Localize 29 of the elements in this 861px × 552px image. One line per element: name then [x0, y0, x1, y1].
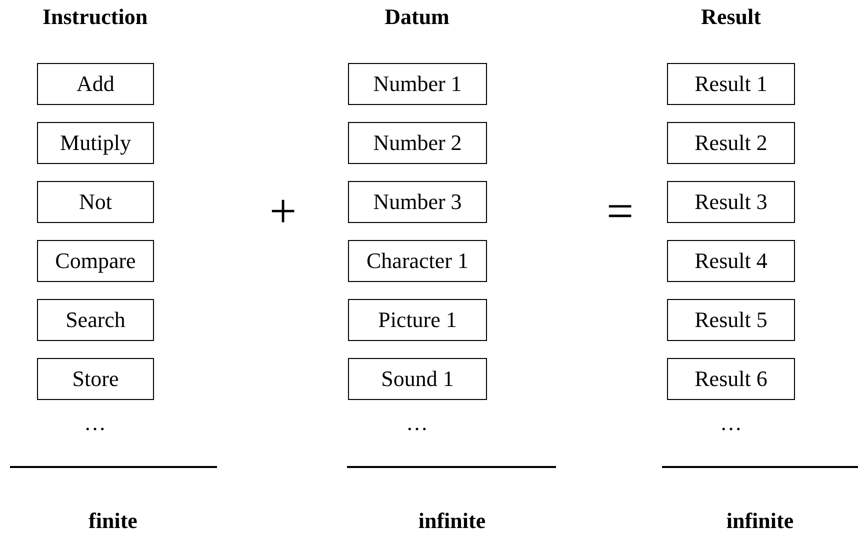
ellipsis: … — [406, 410, 428, 436]
item-box: Store — [37, 358, 154, 400]
item-box: Number 2 — [348, 122, 487, 164]
column-total: infinite — [726, 508, 794, 534]
column-total: finite — [88, 508, 138, 534]
column-heading: Instruction — [42, 4, 148, 30]
item-box: Result 5 — [667, 299, 795, 341]
item-box: Not — [37, 181, 154, 223]
ellipsis: … — [720, 410, 742, 436]
plus-sign: + — [269, 188, 297, 236]
item-box: Number 1 — [348, 63, 487, 105]
item-box: Add — [37, 63, 154, 105]
item-box: Result 3 — [667, 181, 795, 223]
column-heading: Datum — [384, 4, 450, 30]
ellipsis: … — [84, 410, 106, 436]
item-box: Sound 1 — [348, 358, 487, 400]
item-box: Search — [37, 299, 154, 341]
item-box: Compare — [37, 240, 154, 282]
item-box: Result 4 — [667, 240, 795, 282]
column-heading: Result — [701, 4, 761, 30]
item-box: Number 3 — [348, 181, 487, 223]
item-box: Result 6 — [667, 358, 795, 400]
column-total: infinite — [418, 508, 486, 534]
item-box: Result 2 — [667, 122, 795, 164]
item-box: Picture 1 — [348, 299, 487, 341]
item-box: Result 1 — [667, 63, 795, 105]
item-box: Character 1 — [348, 240, 487, 282]
equals-sign: = — [606, 188, 634, 236]
item-box: Mutiply — [37, 122, 154, 164]
